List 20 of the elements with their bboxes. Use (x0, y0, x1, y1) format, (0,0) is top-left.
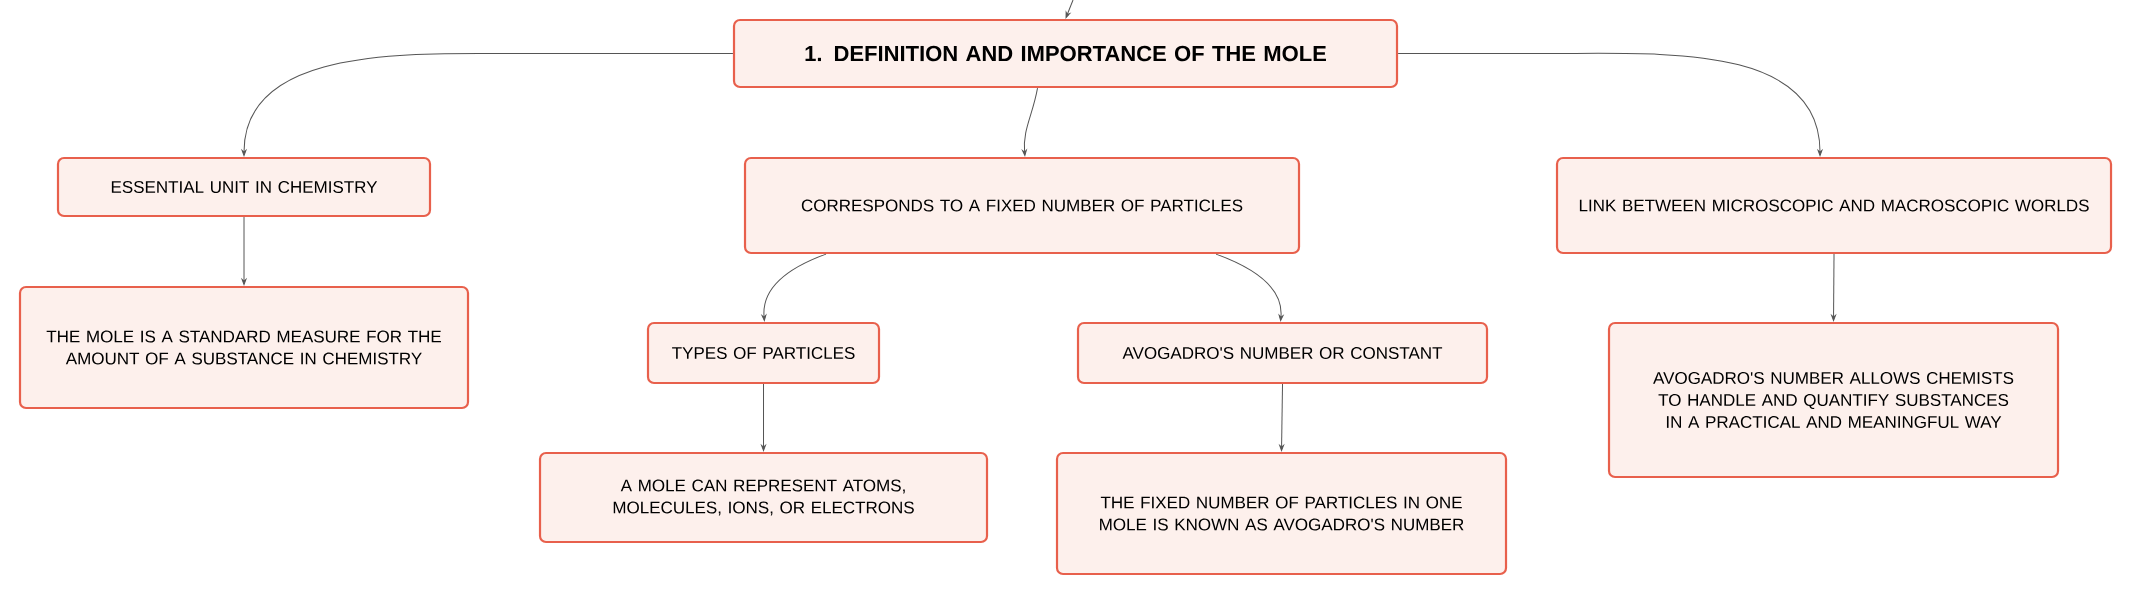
subtopic-box: THE MOLE IS A STANDARD MEASURE FOR THE AMOUNT OF A SUBSTANCE IN CHEMISTRY (18, 285, 470, 410)
subtopic-box: LINK BETWEEN MICROSCOPIC AND MACROSCOPIC WORLDS (1555, 156, 2113, 255)
connector-arrow (1065, 0, 1074, 19)
connector-arrow (761, 383, 766, 451)
connector-arrow (1397, 52, 1823, 156)
topic-box: 1. DEFINITION AND IMPORTANCE OF THE MOLE (732, 18, 1399, 89)
subtopic-box: ESSENTIAL UNIT IN CHEMISTRY (56, 156, 432, 218)
subtopic-box: AVOGADRO'S NUMBER ALLOWS CHEMISTS TO HANDLE AND QUANTIFY SUBSTANCES IN A PRACTICAL AND MEANINGFUL WAY (1607, 321, 2060, 479)
connector-arrow (1022, 87, 1038, 156)
connector-arrow (241, 216, 247, 285)
connector-arrow (1831, 253, 1836, 321)
subtopic-box: CORRESPONDS TO A FIXED NUMBER OF PARTICLES (743, 156, 1301, 255)
connector-arrow (241, 53, 734, 156)
subtopic-box: THE FIXED NUMBER OF PARTICLES IN ONE MOLE IS KNOWN AS AVOGADRO'S NUMBER (1055, 451, 1508, 576)
connector-arrow (1279, 383, 1284, 451)
subtopic-box: TYPES OF PARTICLES (646, 321, 881, 385)
subtopic-box: A MOLE CAN REPRESENT ATOMS, MOLECULES, IONS, OR ELECTRONS (538, 451, 989, 544)
connector-arrow (1215, 253, 1284, 321)
subtopic-box: AVOGADRO'S NUMBER OR CONSTANT (1076, 321, 1489, 385)
connector-arrow (761, 253, 827, 321)
